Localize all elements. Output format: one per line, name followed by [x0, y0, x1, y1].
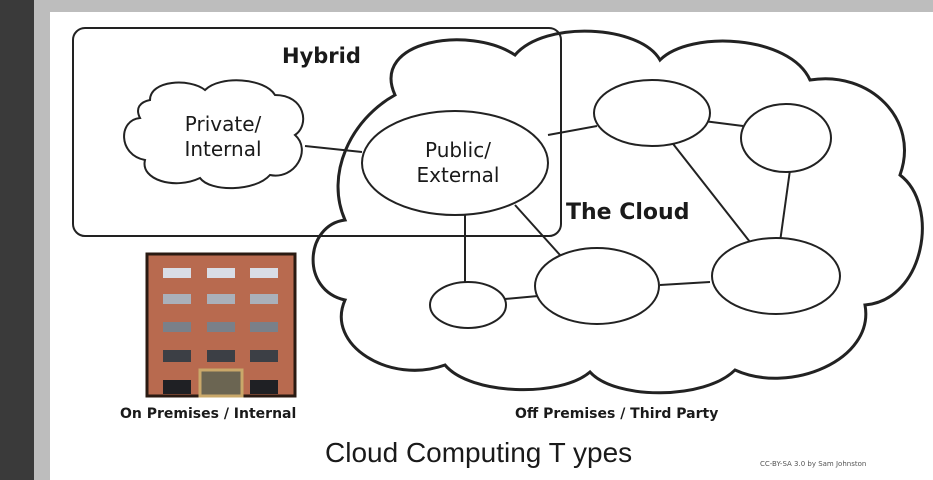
cloud-node-small [429, 281, 507, 329]
public-external-node [361, 110, 549, 216]
building-windows [163, 268, 278, 394]
building-door [198, 368, 244, 398]
cloud-node-top-right [740, 103, 832, 173]
private-label-line1: Private/ [184, 112, 262, 136]
private-label-line2: Internal [184, 137, 262, 161]
on-premises-label: On Premises / Internal [120, 406, 297, 422]
cloud-node-bottom-center [534, 247, 660, 325]
private-internal-label: Private/ Internal [168, 112, 278, 162]
public-label-line2: External [416, 163, 500, 187]
credit-text: CC-BY-SA 3.0 by Sam Johnston [760, 460, 867, 468]
cloud-node-top [593, 79, 711, 147]
building-icon [145, 252, 297, 398]
hybrid-label: Hybrid [282, 44, 361, 68]
diagram-title: Cloud Computing T ypes [325, 437, 633, 468]
cloud-connections [304, 117, 791, 300]
the-cloud-label: The Cloud [566, 200, 690, 225]
public-label-line1: Public/ [425, 138, 491, 162]
public-external-label: Public/ External [403, 138, 513, 188]
private-cloud-shape [123, 79, 305, 190]
off-premises-label: Off Premises / Third Party [515, 406, 719, 422]
cloud-node-bottom-right [711, 237, 841, 315]
